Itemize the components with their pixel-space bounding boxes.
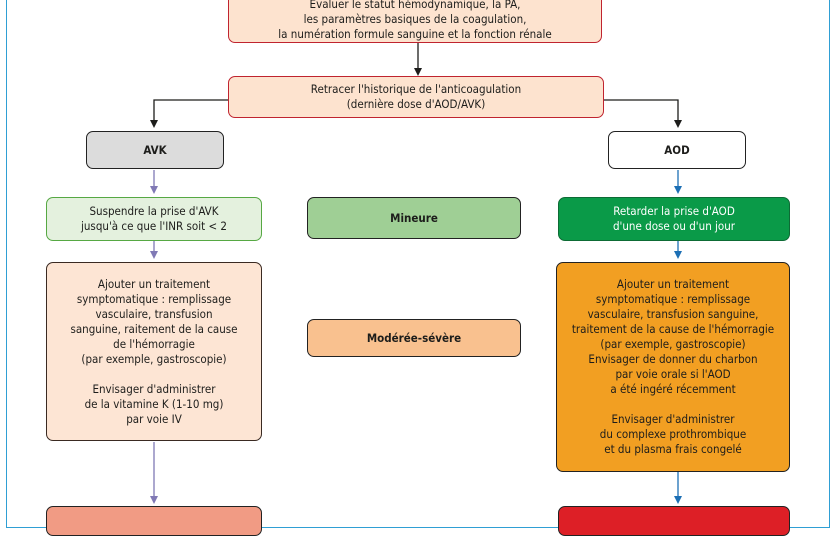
arrow-history-to-aod [604,99,682,128]
aod-box: AOD [608,131,746,169]
assess-status-box: Évaluer le statut hémodynamique, la PA, … [228,0,602,43]
avk-treatment-box: Ajouter un traitement symptomatique : re… [46,262,262,441]
avk-box: AVK [86,131,224,169]
aod-delay-box: Retarder la prise d'AOD d'une dose ou d'… [558,197,790,241]
aod-bottom-box [558,506,790,536]
avk-suspend-box: Suspendre la prise d'AVK jusqu'à ce que … [46,197,262,241]
connectors [150,43,682,504]
anticoagulation-history-box: Retracer l'historique de l'anticoagulati… [228,76,604,118]
severity-moderate-severe-label: Modérée-sévère [307,319,521,357]
arrow-history-to-avk [150,99,228,128]
severity-minor-label: Mineure [307,197,521,239]
aod-treatment-box: Ajouter un traitement symptomatique : re… [556,262,790,472]
avk-bottom-box [46,506,262,536]
